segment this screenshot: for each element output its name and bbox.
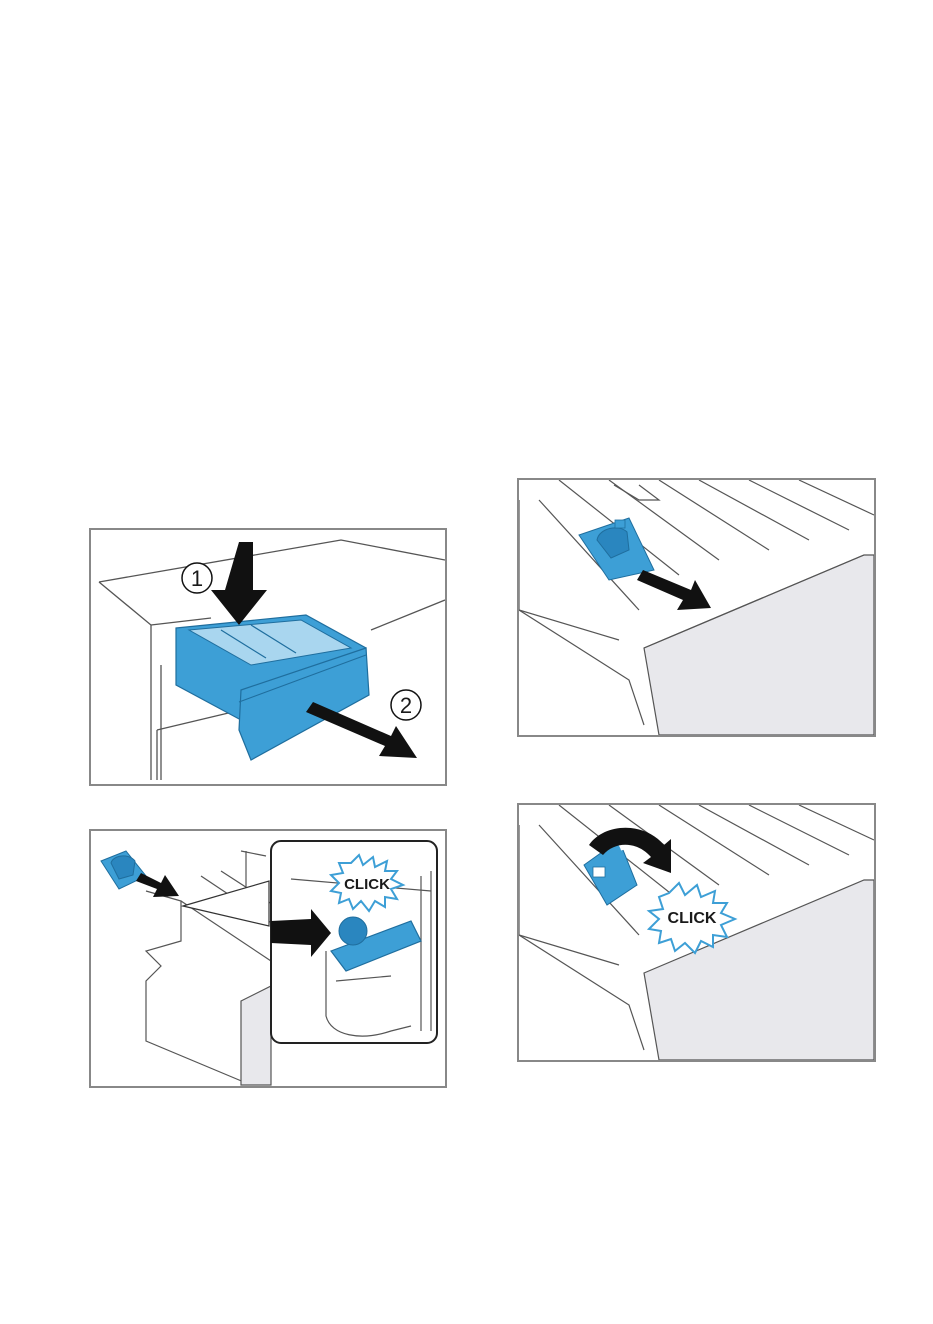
blue-insert [101, 851, 146, 889]
insert-rotate-illustration: CLICK [519, 805, 874, 1060]
arrow-right-icon [136, 873, 179, 897]
svg-text:1: 1 [191, 566, 203, 591]
figure-drawer-removal: 1 2 [89, 528, 447, 786]
step-2-marker: 2 [391, 690, 421, 720]
insert-pull-out-illustration [519, 480, 874, 735]
drawer-removal-illustration: 1 2 [91, 530, 445, 784]
figure-insert-rotate: CLICK [517, 803, 876, 1062]
figure-insert-click-in: CLICK [89, 829, 447, 1088]
step-1-marker: 1 [182, 563, 212, 593]
detergent-drawer [176, 615, 369, 760]
svg-text:2: 2 [400, 693, 412, 718]
svg-text:CLICK: CLICK [344, 876, 390, 893]
figure-insert-pull-out [517, 478, 876, 737]
svg-text:CLICK: CLICK [668, 910, 717, 927]
arrow-right-icon [637, 570, 711, 610]
drawer-front-panel [241, 986, 271, 1085]
drawer-front-panel [644, 555, 874, 735]
insert-click-in-illustration: CLICK [91, 831, 445, 1086]
